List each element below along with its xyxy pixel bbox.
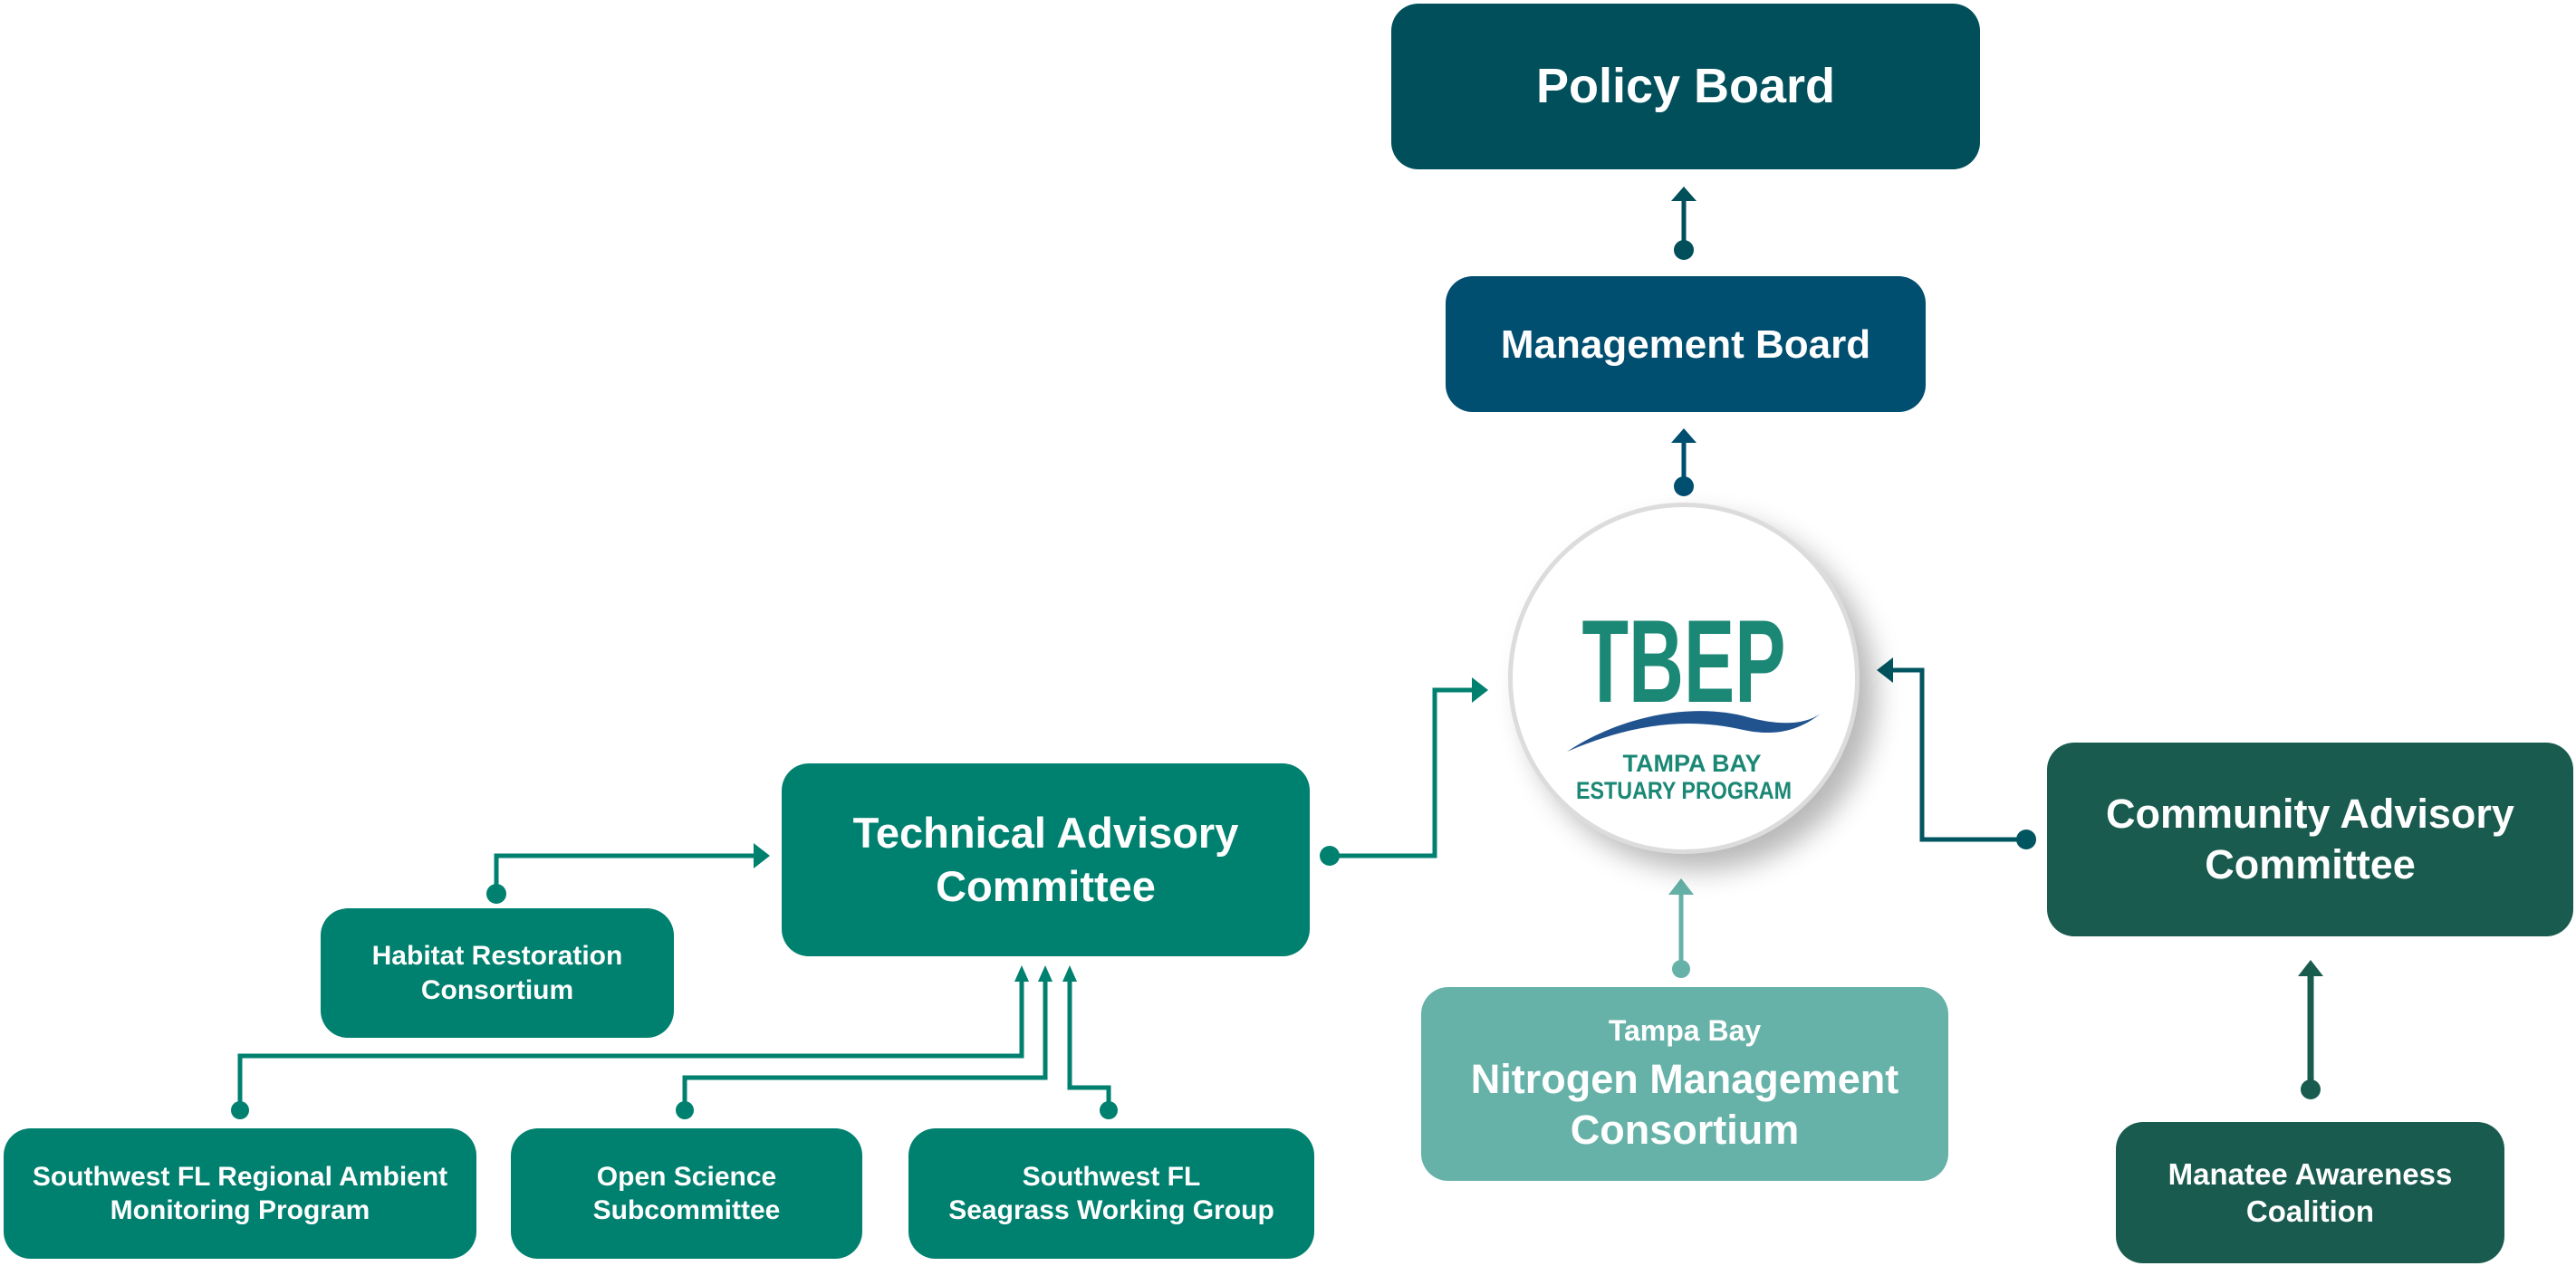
nitrogen-management-consortium-node[interactable]: Tampa Bay Nitrogen Management Consortium (1421, 987, 1948, 1181)
wave-icon (1567, 711, 1821, 752)
node-label-line: Seagrass Working Group (948, 1195, 1274, 1225)
technical-advisory-committee-node[interactable]: Technical Advisory Committee (782, 763, 1310, 956)
connector-dot (2016, 830, 2036, 849)
tbep-logo-circle: TBEP TAMPA BAY ESTUARY PROGRAM (1508, 503, 1860, 854)
node-label-line: Technical Advisory (852, 808, 1239, 857)
node-label-line: Consortium (1570, 1107, 1800, 1153)
arrow-head-icon (1668, 878, 1694, 895)
node-label-line: Coalition (2245, 1194, 2375, 1228)
connector-dot (231, 1101, 249, 1119)
arrow-head-icon (754, 843, 770, 868)
node-label-line: Southwest FL Regional Ambient (32, 1161, 448, 1192)
arrow-head-icon (1038, 965, 1053, 982)
connector-open-science-to-tac (682, 978, 1048, 1110)
node-label-line: Habitat Restoration (371, 941, 623, 971)
node-label-line: Community Advisory (2106, 790, 2514, 837)
open-science-subcommittee-node[interactable]: Open Science Subcommittee (511, 1128, 862, 1259)
connector-seagrass-to-tac (1067, 978, 1111, 1110)
seagrass-working-group-node[interactable]: Southwest FL Seagrass Working Group (908, 1128, 1314, 1259)
tbep-line1: TAMPA BAY (1622, 750, 1761, 777)
connector-swfl-regional-to-tac (237, 978, 1024, 1110)
connector-dot (676, 1101, 694, 1119)
node-label-line: Consortium (420, 974, 574, 1005)
habitat-restoration-consortium-node[interactable]: Habitat Restoration Consortium (321, 908, 674, 1038)
arrow-head-icon (1472, 677, 1488, 703)
node-label-line: Monitoring Program (110, 1195, 370, 1225)
manatee-awareness-coalition-node[interactable]: Manatee Awareness Coalition (2116, 1122, 2504, 1263)
arrow-head-icon (2298, 960, 2323, 976)
tbep-logo: TBEP TAMPA BAY ESTUARY PROGRAM (1567, 595, 1821, 804)
connector-dot (486, 884, 506, 904)
arrow-head-icon (1877, 657, 1893, 683)
node-label-line: Subcommittee (592, 1195, 781, 1225)
arrow-head-icon (1062, 965, 1077, 982)
connector-dot (2301, 1079, 2321, 1099)
connector-dot (1672, 960, 1690, 978)
connector-dot (1674, 240, 1694, 260)
connector-habitat-to-tac (494, 853, 756, 894)
tbep-line2: ESTUARY PROGRAM (1576, 777, 1792, 804)
node-label-top: Tampa Bay (1608, 1013, 1762, 1047)
node-label-line: Southwest FL (1022, 1161, 1201, 1192)
connector-dot (1100, 1101, 1118, 1119)
connector-dot (1674, 476, 1694, 496)
node-label-line: Committee (936, 861, 1156, 910)
management-board-node[interactable]: Management Board (1446, 276, 1926, 412)
node-label-line: Nitrogen Management (1470, 1055, 1899, 1102)
management-board-label: Management Board (1500, 321, 1871, 367)
node-label-line: Open Science (596, 1161, 777, 1192)
arrow-head-icon (1671, 428, 1697, 443)
arrow-head-icon (1671, 187, 1697, 201)
node-label-line: Manatee Awareness (2167, 1156, 2453, 1191)
community-advisory-committee-node[interactable]: Community Advisory Committee (2047, 743, 2573, 936)
connector-tac-to-tbep (1330, 687, 1475, 858)
arrow-head-icon (1014, 965, 1029, 982)
swfl-regional-monitoring-node[interactable]: Southwest FL Regional Ambient Monitoring… (4, 1128, 476, 1259)
policy-board-label: Policy Board (1535, 58, 1836, 113)
connector-dot (1320, 846, 1340, 866)
connector-community-to-tbep (1890, 667, 2026, 842)
tbep-acronym: TBEP (1582, 595, 1786, 727)
node-label-line: Committee (2205, 841, 2416, 887)
policy-board-node[interactable]: Policy Board (1391, 4, 1980, 169)
